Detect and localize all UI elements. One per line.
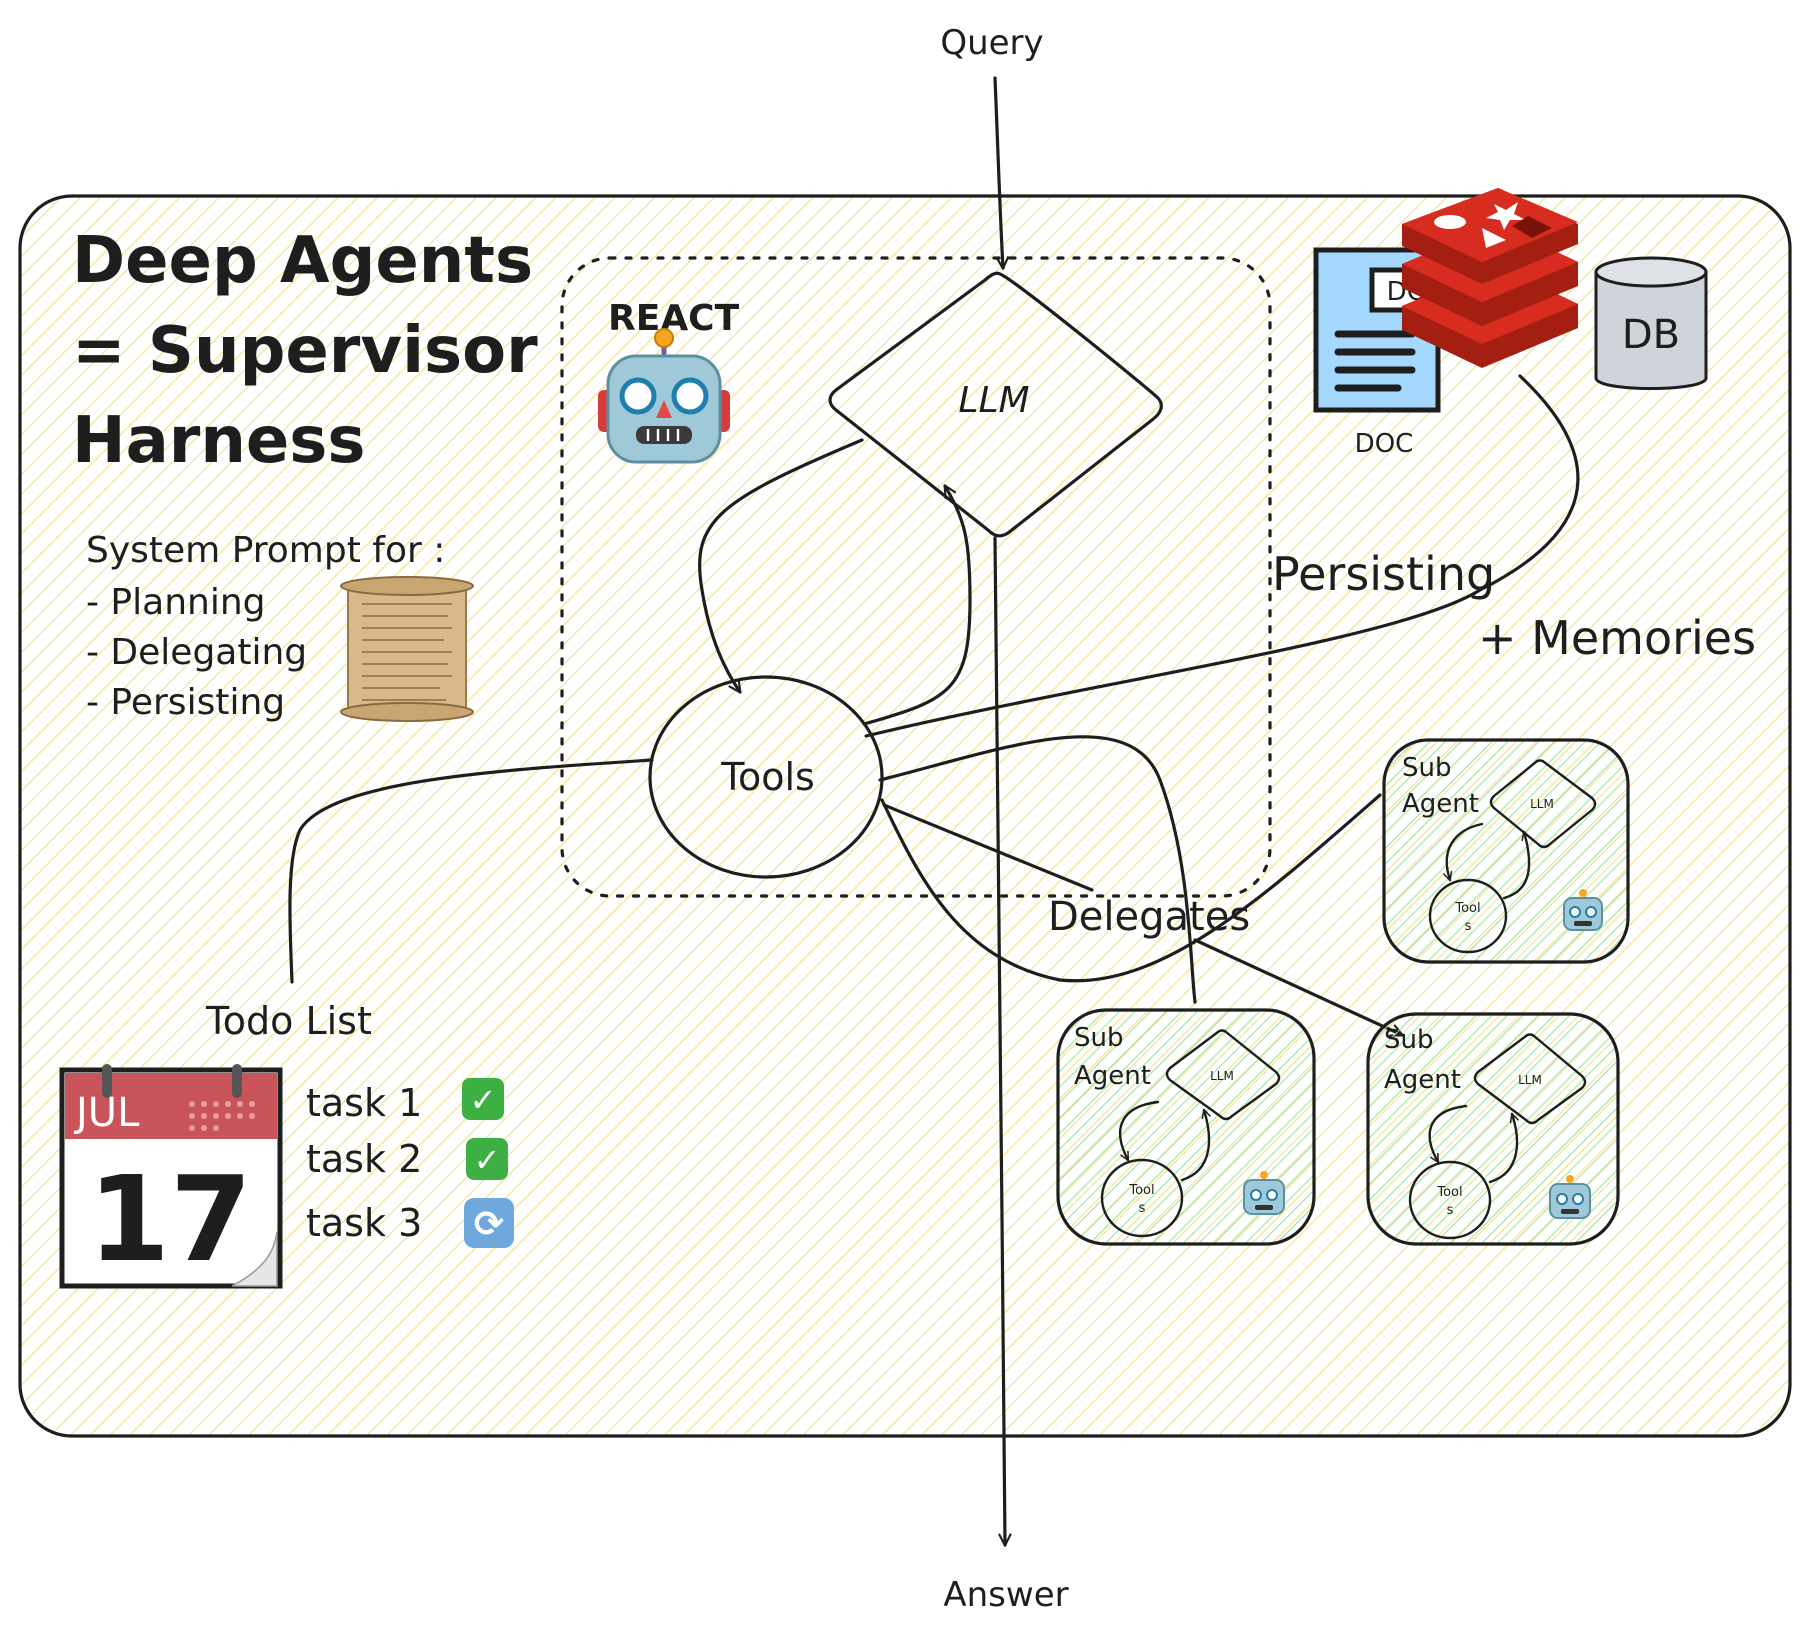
tools-label: Tools (720, 755, 815, 799)
todo-task-2: task 2 ✓ (306, 1137, 508, 1181)
react-loop-boundary (560, 256, 1272, 898)
system-prompt-item-persisting: - Persisting (86, 682, 285, 723)
robot-icon (1549, 1175, 1591, 1219)
delegate-link-top-right (880, 793, 1382, 983)
tools-to-llm-arrow (862, 484, 972, 726)
calendar-day: 17 (88, 1150, 252, 1288)
subagent-title-line-2: Agent (1384, 1065, 1461, 1095)
subagent-title-line-1: Sub (1384, 1025, 1434, 1055)
llm-label: LLM (958, 380, 1029, 421)
subagent-title-line-1: Sub (1402, 753, 1452, 783)
system-prompt-item-delegating: - Delegating (86, 632, 307, 673)
subagent-tools-label: Tool (1454, 901, 1480, 916)
subagent-tools-label: Tool (1436, 1185, 1462, 1200)
checkmark-icon (466, 1138, 508, 1180)
delegates-label: Delegates (1048, 894, 1250, 940)
system-prompt-item-planning: - Planning (86, 582, 266, 623)
delegate-arrow-bottom-right (1193, 938, 1404, 1037)
db-label: DB (1622, 312, 1680, 358)
robot-icon (598, 328, 730, 464)
subagent-llm-label: LLM (1518, 1073, 1542, 1087)
harness-title: Deep Agents = Supervisor Harness (72, 224, 538, 478)
memories-label: + Memories (1478, 611, 1756, 665)
title-line-2: = Supervisor (72, 314, 538, 388)
llm-to-tools-arrow (698, 438, 864, 694)
tools-node: Tools (648, 675, 884, 879)
subagent-bottom-left: Sub Agent LLM Tool s (1056, 1008, 1316, 1246)
subagent-title-line-2: Agent (1074, 1061, 1151, 1091)
calendar-icon: JUL 17 (59, 1064, 283, 1289)
subagent-llm-label: LLM (1210, 1069, 1234, 1083)
subagent-title-line-2: Agent (1402, 789, 1479, 819)
subagent-bottom-right: Sub Agent LLM Tool s (1366, 1012, 1620, 1246)
todo-task-label: task 3 (306, 1201, 422, 1245)
refresh-icon (464, 1198, 514, 1248)
scroll-icon (340, 576, 474, 722)
checkmark-icon (462, 1078, 504, 1120)
redis-icon (1402, 188, 1578, 368)
delegate-link-bottom-left (878, 735, 1197, 1004)
todo-task-3: task 3 ⟳ (306, 1198, 514, 1248)
query-arrow (993, 76, 1010, 270)
db-icon: DB (1594, 256, 1708, 390)
task-status-glyph: ✓ (470, 1081, 497, 1119)
subagent-tools-label-suffix: s (1447, 1203, 1454, 1218)
subagent-tools-label: Tool (1128, 1183, 1154, 1198)
todo-task-label: task 1 (306, 1081, 422, 1125)
answer-arrow (993, 536, 1012, 1547)
query-label: Query (940, 23, 1043, 63)
tools-to-storage-link (864, 374, 1580, 738)
todo-list: Todo List JUL 17 task 1 ✓ task 2 ✓ task … (59, 999, 514, 1289)
system-prompt-heading: System Prompt for : (86, 530, 445, 571)
title-line-3: Harness (72, 404, 365, 478)
persisting-label: Persisting (1272, 547, 1495, 601)
harness-container (18, 194, 1792, 1438)
doc-caption: DOC (1355, 429, 1414, 459)
todo-title: Todo List (205, 999, 372, 1043)
subagent-tools-label-suffix: s (1465, 919, 1472, 934)
title-line-1: Deep Agents (72, 224, 533, 298)
subagent-tools-label-suffix: s (1139, 1201, 1146, 1216)
system-prompt: System Prompt for : - Planning - Delegat… (86, 530, 474, 723)
task-status-glyph: ✓ (474, 1141, 501, 1179)
robot-icon (1243, 1171, 1285, 1215)
subagent-title-line-1: Sub (1074, 1023, 1124, 1053)
robot-icon (1563, 889, 1603, 931)
delegate-link-center (882, 803, 1094, 892)
task-status-glyph: ⟳ (474, 1204, 504, 1245)
todo-task-label: task 2 (306, 1137, 422, 1181)
react-label: REACT (608, 298, 740, 339)
answer-label: Answer (943, 1575, 1068, 1615)
subagent-top-right: Sub Agent LLM Tool s (1382, 738, 1630, 964)
llm-node: LLM (828, 271, 1163, 538)
tools-to-todo-link (288, 758, 654, 984)
subagent-llm-label: LLM (1530, 797, 1554, 811)
todo-task-1: task 1 ✓ (306, 1078, 504, 1125)
